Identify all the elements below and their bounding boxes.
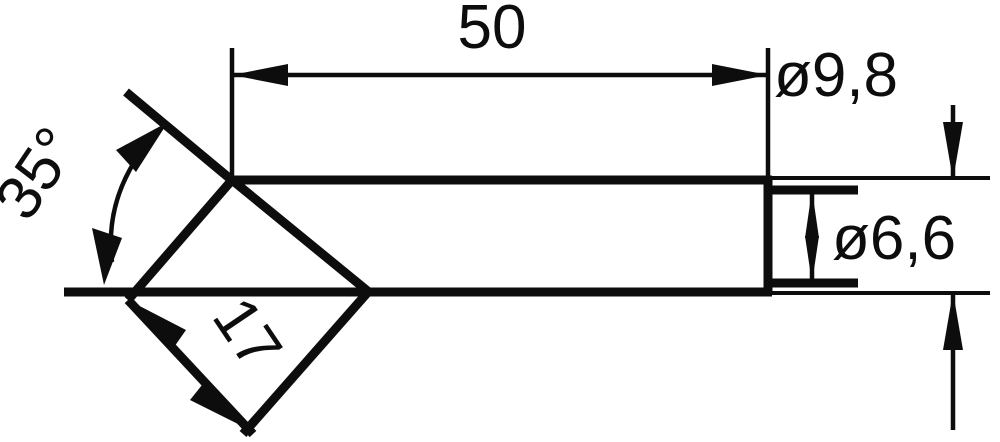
dimension-label-6-6: ø6,6 — [832, 204, 956, 273]
angle-reference-line — [123, 88, 237, 186]
arrowhead-lower-17 — [190, 380, 250, 430]
chamfer-extension-line-lower-right — [239, 289, 372, 437]
part-chamfer-edge — [229, 176, 373, 297]
taper-width-construction-line — [124, 177, 236, 303]
arrowhead-top-6-6 — [805, 190, 819, 238]
dimension-label-17: 17 — [199, 286, 295, 382]
arrowhead-lower-35 — [92, 228, 122, 285]
arrowhead-upper-35 — [116, 122, 168, 172]
dimension-length-50: 50 — [232, 0, 768, 86]
arrowhead-left-50 — [232, 64, 288, 86]
dimension-diameter-9-8: ø9,8 — [774, 41, 963, 430]
part-outline — [229, 175, 773, 297]
arrowhead-top-9-8 — [943, 122, 963, 180]
arrowhead-bottom-6-6 — [805, 236, 819, 283]
dimension-diameter-6-6: ø6,6 — [805, 190, 956, 283]
arrowhead-right-50 — [712, 64, 768, 86]
dimension-label-35: 35° — [0, 115, 92, 231]
arrowhead-upper-17 — [128, 300, 186, 350]
dimension-label-9-8: ø9,8 — [774, 41, 898, 110]
dimension-label-50: 50 — [458, 0, 527, 62]
arrowhead-bottom-9-8 — [943, 292, 963, 350]
dimension-angle-35: 35° — [0, 115, 168, 285]
